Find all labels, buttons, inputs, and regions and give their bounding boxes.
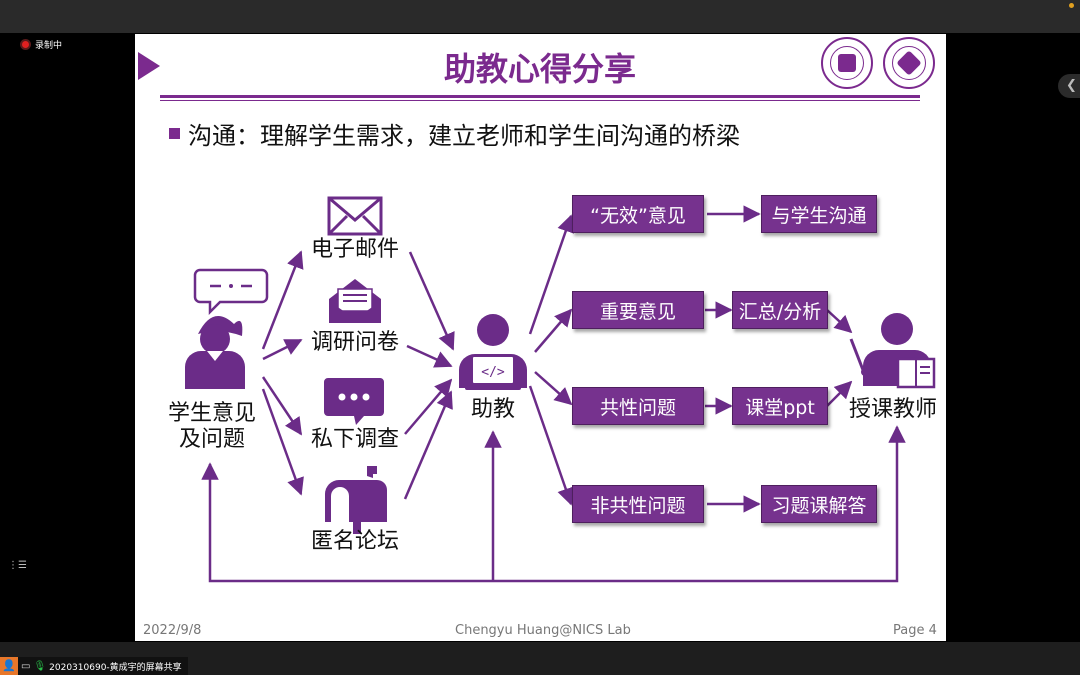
flow-arrows xyxy=(201,205,906,583)
participants-menu-icon[interactable]: ⋮☰ xyxy=(8,560,27,571)
slide-title: 助教心得分享 xyxy=(443,50,636,88)
open-envelope-icon xyxy=(329,279,381,323)
microphone-icon: 🎙 xyxy=(33,660,47,672)
collapse-panel-button[interactable]: ❮ xyxy=(1058,74,1080,98)
flow-diagram: </> xyxy=(185,196,936,583)
department-seal-logo xyxy=(883,37,935,89)
status-dot xyxy=(1069,3,1074,8)
svg-text:</>: </> xyxy=(481,365,505,380)
presentation-slide: 助教心得分享 沟通：理解学生需求，建立老师和学生间沟通的桥梁 xyxy=(135,34,946,641)
bullet-text: 沟通：理解学生需求，建立老师和学生间沟通的桥梁 xyxy=(188,122,740,150)
important-feedback-box: 重要意见 xyxy=(572,291,704,329)
student-label: 学生意见 及问题 xyxy=(162,401,262,453)
title-rule xyxy=(160,95,920,98)
student-label-line1: 学生意见 xyxy=(167,401,256,426)
screen-icon: ▭ xyxy=(21,660,31,672)
title-rule-thin xyxy=(160,100,920,101)
class-ppt-box: 课堂ppt xyxy=(732,387,828,425)
screen-share-label: 2020310690-黄成宇的屏幕共享 xyxy=(49,662,182,673)
mailbox-icon xyxy=(325,466,387,534)
email-label: 电子邮件 xyxy=(310,237,399,262)
bullet-point: 沟通：理解学生需求，建立老师和学生间沟通的桥梁 xyxy=(169,116,740,151)
footer-page: Page 4 xyxy=(893,623,937,638)
envelope-icon xyxy=(327,196,383,236)
triangle-marker-icon xyxy=(138,52,160,80)
footer-author: Chengyu Huang@NICS Lab xyxy=(455,623,631,638)
communicate-box: 与学生沟通 xyxy=(761,195,877,233)
teacher-label: 授课教师 xyxy=(848,397,937,422)
survey-label: 调研问卷 xyxy=(310,330,399,355)
ta-icon: </> xyxy=(459,314,527,390)
recording-label: 录制中 xyxy=(35,41,63,51)
footer-date: 2022/9/8 xyxy=(143,623,202,638)
university-seal-logo xyxy=(821,37,873,89)
teacher-icon xyxy=(849,313,936,389)
private-survey-label: 私下调查 xyxy=(310,427,399,452)
recording-indicator[interactable]: 录制中 xyxy=(22,38,62,51)
student-label-line2: 及问题 xyxy=(178,427,245,452)
summary-box: 汇总/分析 xyxy=(732,291,828,329)
speech-bubble-icon xyxy=(193,268,269,316)
chat-bubble-icon xyxy=(324,378,384,425)
ta-label: 助教 xyxy=(470,397,515,422)
record-icon xyxy=(22,41,29,48)
meeting-top-bar xyxy=(0,0,1080,33)
invalid-feedback-box: “无效”意见 xyxy=(572,195,704,233)
user-icon: 👤 xyxy=(0,657,18,675)
noncommon-issue-box: 非共性问题 xyxy=(572,485,704,523)
bullet-square-icon xyxy=(169,128,180,139)
exercise-session-box: 习题课解答 xyxy=(761,485,877,523)
common-issue-box: 共性问题 xyxy=(572,387,704,425)
student-icon xyxy=(185,316,245,389)
screen-share-tag[interactable]: 👤 ▭ 🎙 2020310690-黄成宇的屏幕共享 xyxy=(0,657,188,675)
anonymous-forum-label: 匿名论坛 xyxy=(310,529,399,554)
